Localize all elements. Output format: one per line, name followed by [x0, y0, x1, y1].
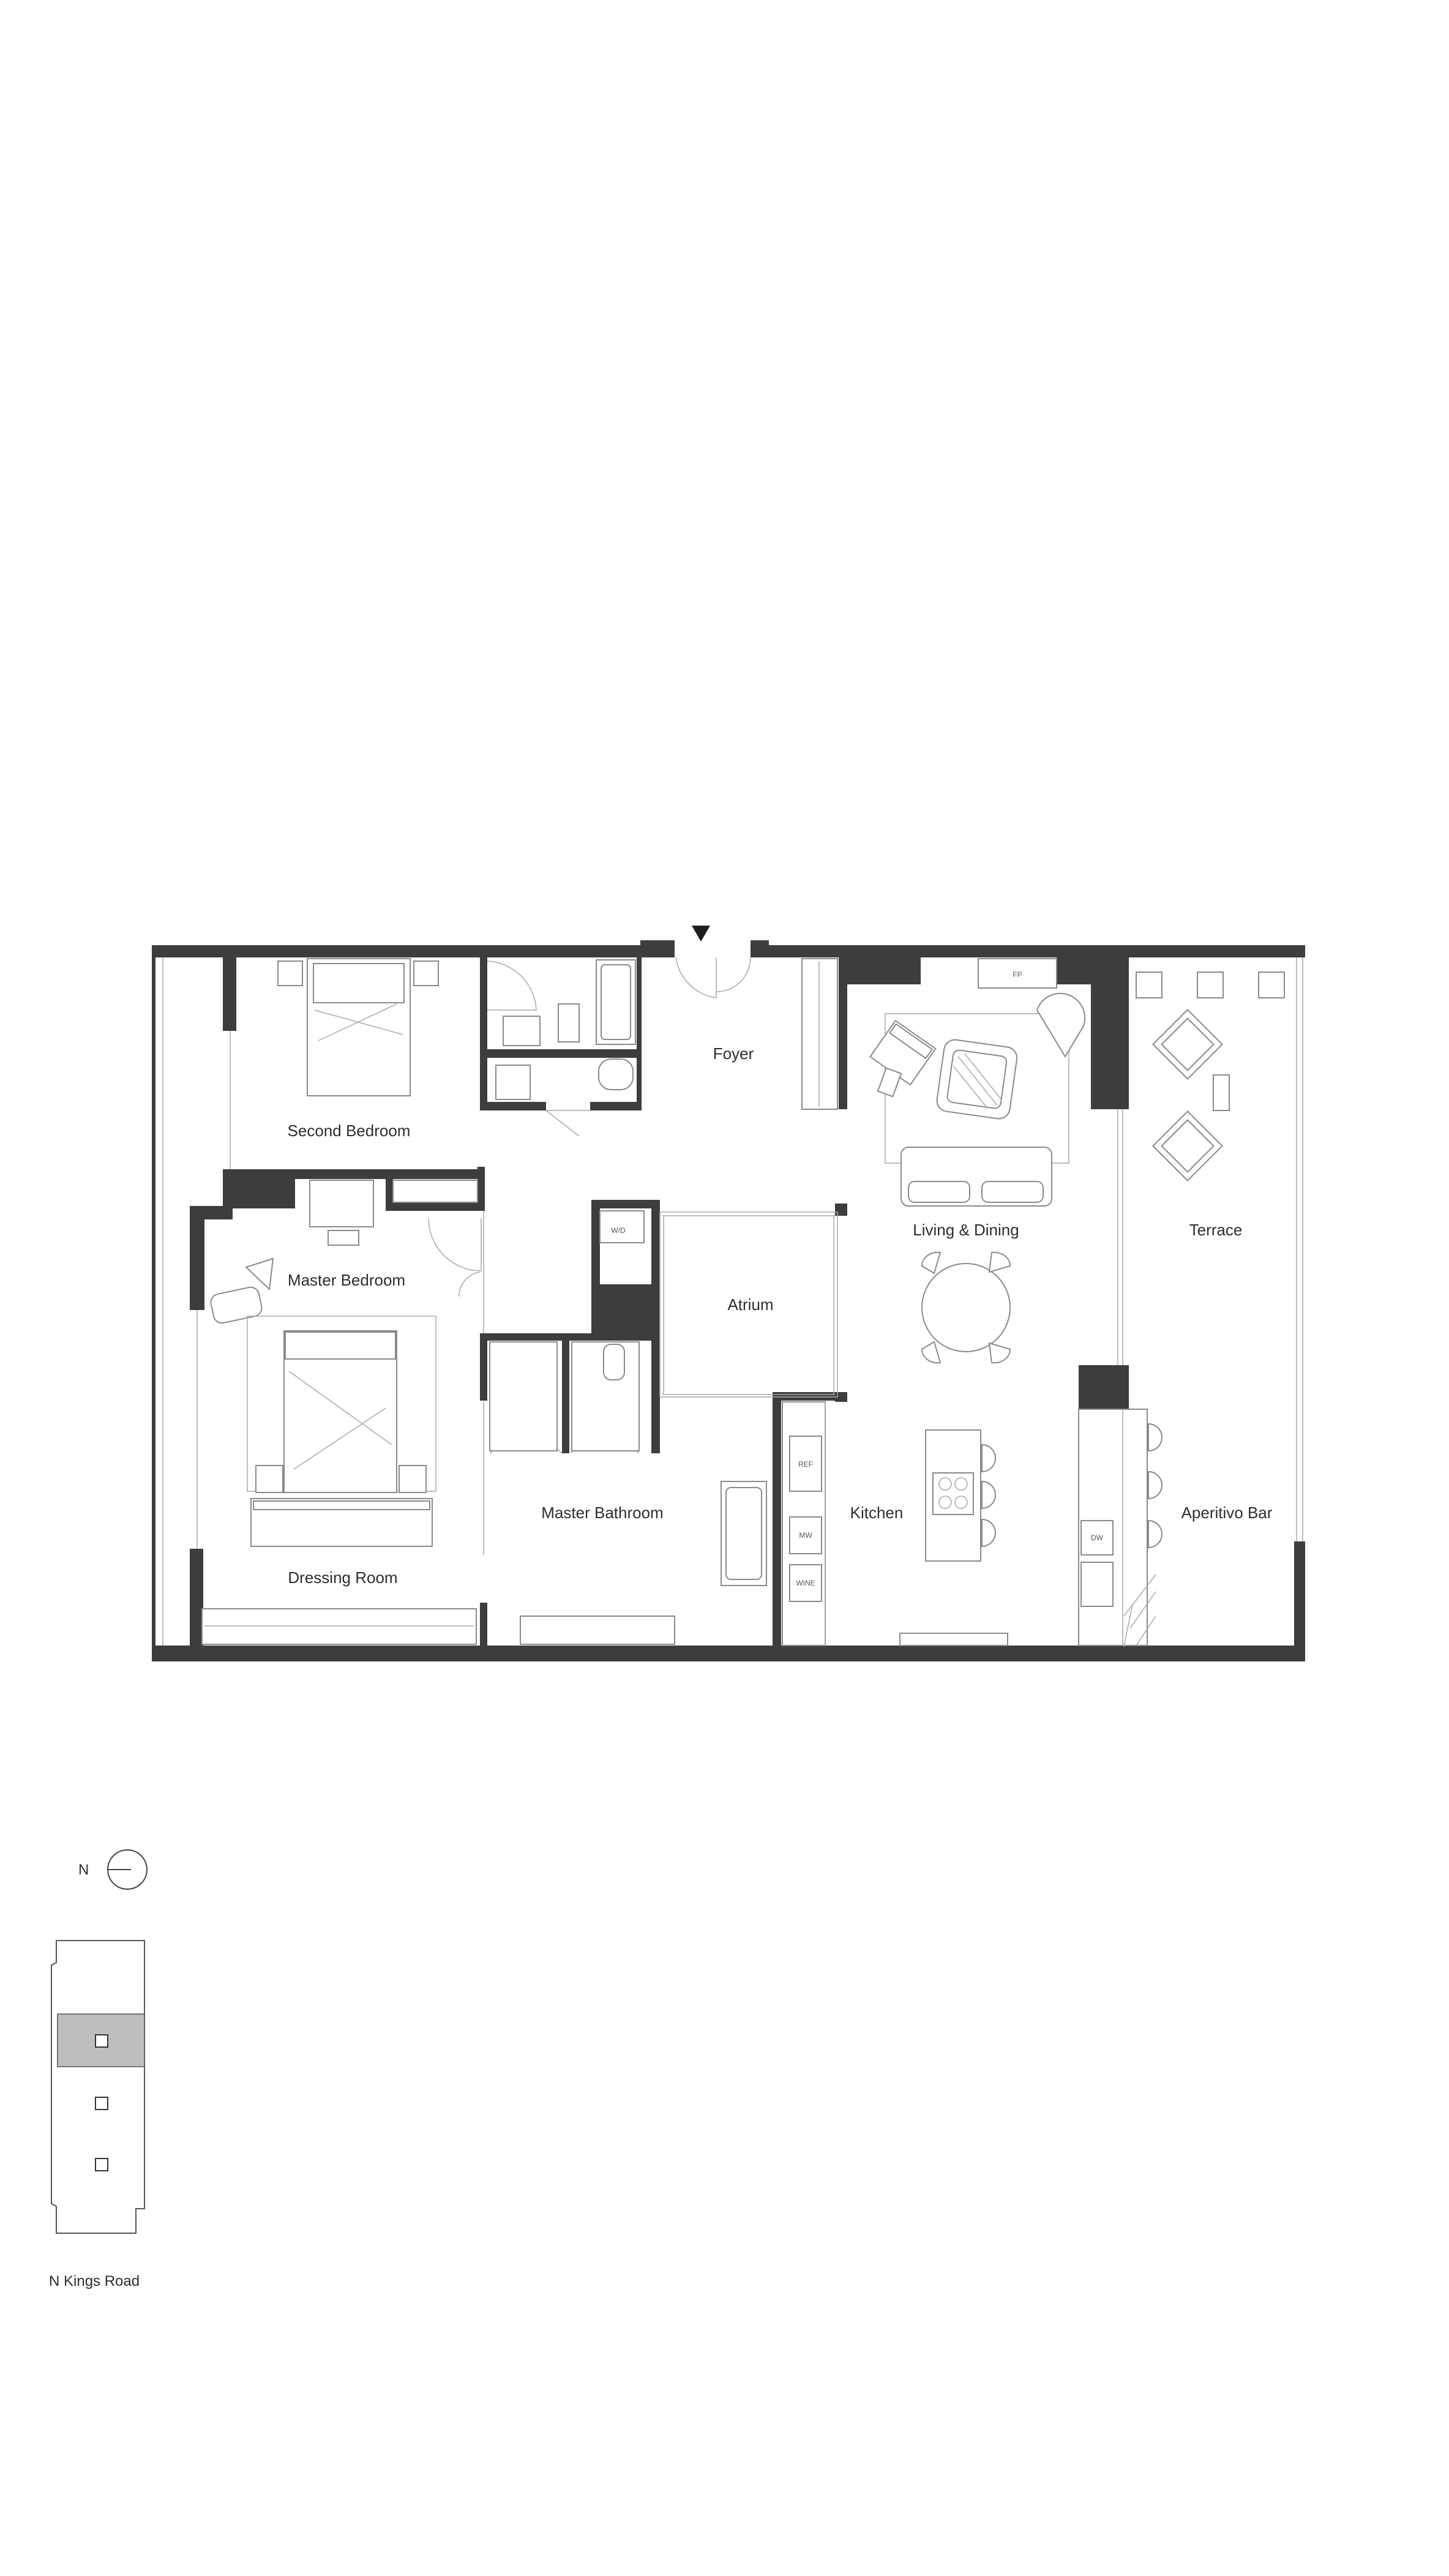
room-label-master-bathroom: Master Bathroom	[541, 1503, 663, 1522]
room-label-second-bedroom: Second Bedroom	[288, 1121, 411, 1140]
room-label-aperitivo-bar: Aperitivo Bar	[1181, 1503, 1273, 1522]
room-label-kitchen: Kitchen	[850, 1503, 904, 1522]
room-label-foyer: Foyer	[713, 1044, 754, 1063]
tag-dishwasher: DW	[1091, 1533, 1104, 1542]
street-label: N Kings Road	[49, 2273, 140, 2290]
north-label: N	[78, 1862, 89, 1878]
walls	[152, 940, 1305, 1661]
furniture	[201, 958, 1285, 1647]
site-outline	[51, 1940, 145, 2234]
room-label-living-dining: Living & Dining	[913, 1221, 1019, 1239]
room-label-master-bedroom: Master Bedroom	[288, 1271, 405, 1289]
room-labels: Second Bedroom Foyer Living & Dining Ter…	[288, 1044, 1273, 1587]
tag-wine: WINE	[796, 1579, 815, 1587]
room-label-terrace: Terrace	[1189, 1221, 1243, 1239]
tag-fireplace: FP	[1013, 970, 1022, 979]
tag-microwave: MW	[799, 1531, 812, 1540]
tag-refrigerator: REF	[798, 1460, 813, 1469]
entry-triangle-icon	[692, 926, 710, 942]
north-compass: N	[78, 1849, 148, 1890]
tag-washer-dryer: W/D	[611, 1226, 626, 1235]
glazing	[162, 957, 1303, 1646]
room-label-atrium: Atrium	[727, 1295, 773, 1314]
appliance-tags: FP W/D REF MW WINE DW	[611, 970, 1103, 1587]
room-label-dressing-room: Dressing Room	[288, 1568, 397, 1587]
site-key-map: N Kings Road	[49, 1940, 145, 2290]
